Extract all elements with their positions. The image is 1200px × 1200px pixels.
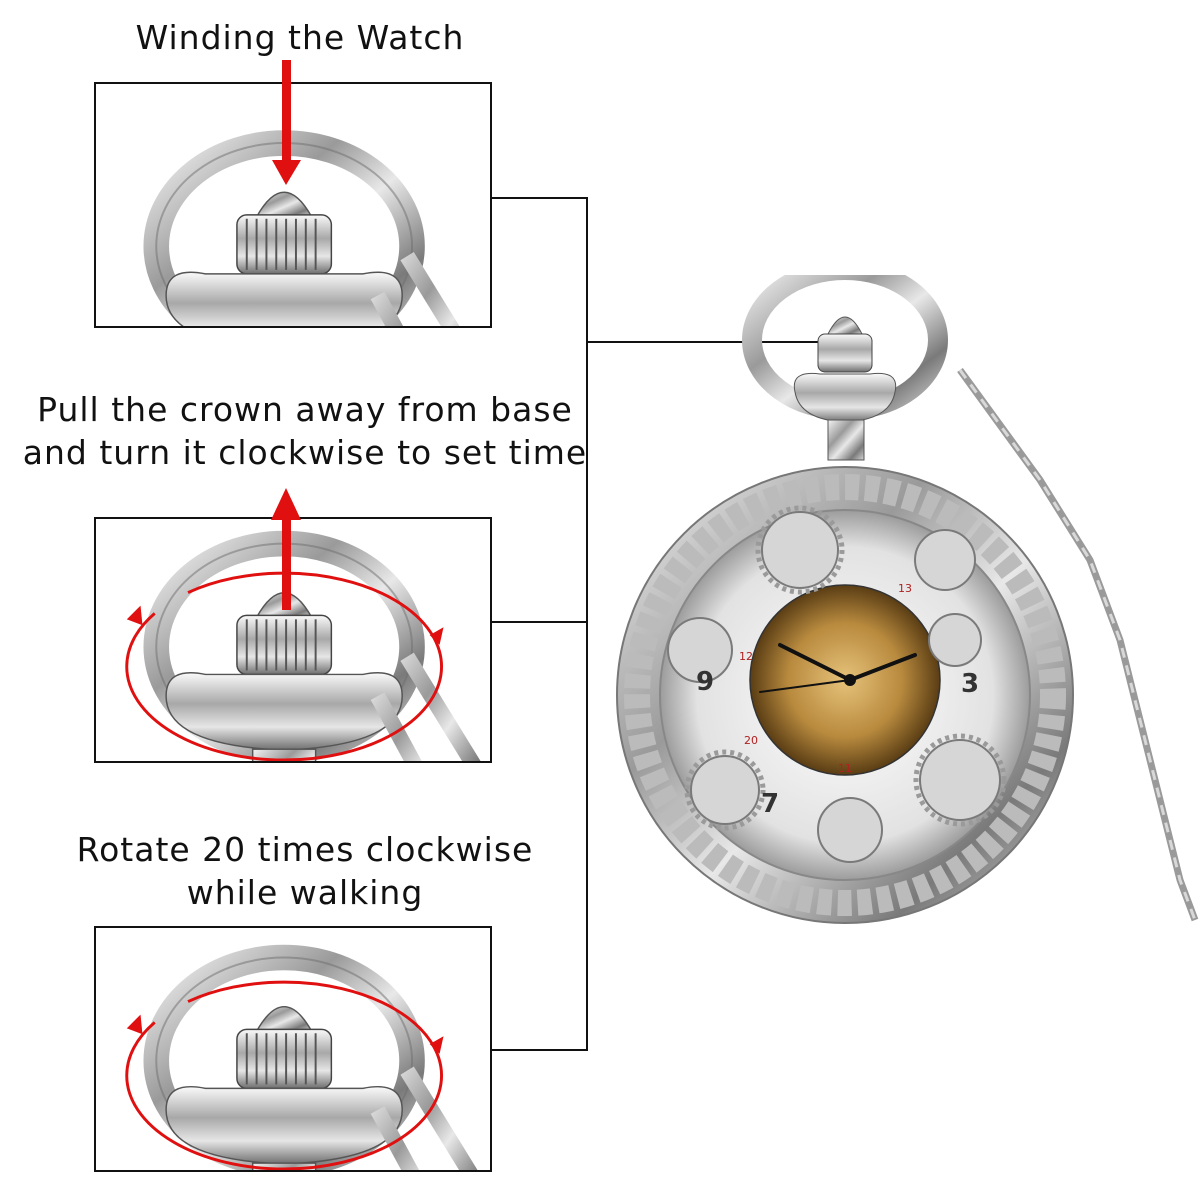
numeral-3: 3	[961, 669, 979, 699]
numeral-7: 7	[761, 789, 779, 819]
pocket-watch-image: 9 3 7 13 12 20 11	[616, 275, 1199, 924]
step-2-caption: Pull the crown away from base and turn i…	[20, 388, 590, 474]
crown-closeup-image	[125, 519, 490, 761]
subdial-label: 20	[744, 734, 758, 747]
subdial-label: 12	[739, 650, 753, 663]
numeral-9: 9	[696, 667, 714, 697]
step-2-caption-line-2: and turn it clockwise to set time	[22, 433, 588, 472]
step-2-caption-line-1: Pull the crown away from base	[37, 390, 573, 429]
step-1-panel	[94, 82, 492, 328]
crown-closeup-image	[96, 84, 490, 326]
step-3-caption-line-1: Rotate 20 times clockwise	[76, 830, 534, 869]
step-2-panel	[94, 517, 492, 763]
step-3-caption-line-2: while walking	[186, 873, 424, 912]
step-1-caption: Winding the Watch	[135, 18, 465, 57]
subdial-label: 13	[898, 582, 912, 595]
rotate-arrow-icon	[125, 980, 443, 1170]
subdial-label: 11	[838, 762, 852, 775]
step-3-panel	[94, 926, 492, 1172]
step-3-caption: Rotate 20 times clockwise while walking	[70, 828, 540, 914]
crown-closeup-image	[125, 928, 490, 1170]
